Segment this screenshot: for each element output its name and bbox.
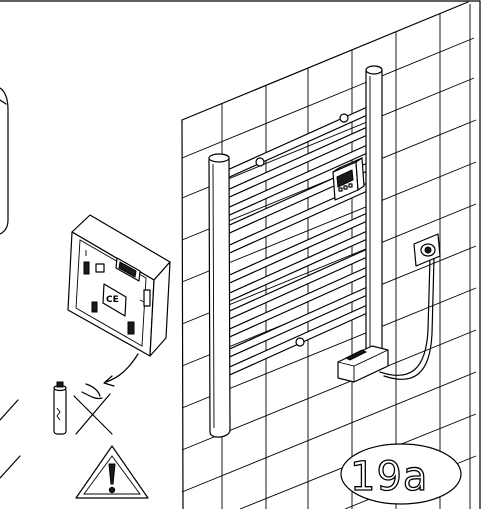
- warning-triangle-icon: [75, 445, 149, 499]
- towel-radiator: [208, 65, 441, 438]
- wall-socket: [413, 233, 441, 267]
- heating-element-controller: [337, 345, 389, 383]
- crossed-battery-icon: [53, 381, 113, 435]
- radiator-left-column: [208, 153, 231, 438]
- wall-brackets: [255, 113, 349, 347]
- radiator-right-column: [365, 65, 383, 359]
- arrow-to-battery-warning: [103, 353, 139, 387]
- figure-label-text: 19a: [350, 454, 428, 500]
- radiator-thermostat: [332, 157, 365, 201]
- power-cable: [379, 257, 435, 380]
- thermostat-module-back: CE: [67, 214, 171, 357]
- left-device-partial: [0, 87, 21, 479]
- figure-label: 19a: [340, 443, 462, 505]
- ce-mark: CE: [106, 295, 119, 305]
- radiator-tubes: [213, 103, 375, 383]
